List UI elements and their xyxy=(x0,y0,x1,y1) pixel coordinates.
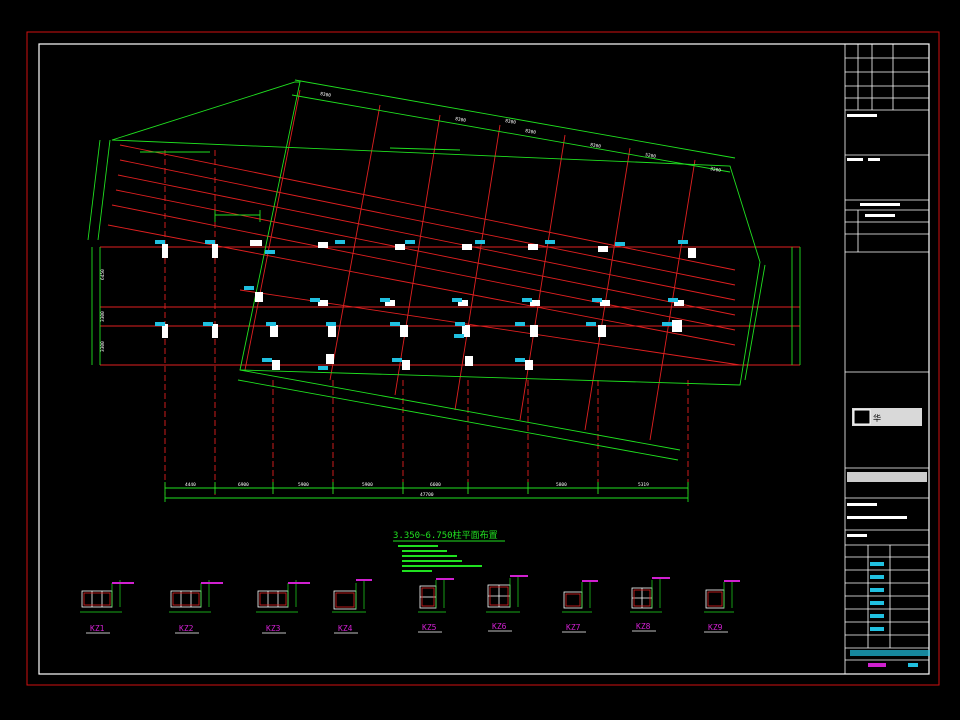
column-label-kz2: KZ2 xyxy=(179,624,194,633)
top-dim-2: 8300 xyxy=(505,118,517,126)
top-dim-6: 3200 xyxy=(710,166,722,174)
column-label-kz7: KZ7 xyxy=(566,623,581,632)
column-label-kz3: KZ3 xyxy=(266,624,281,633)
plan-column-tags xyxy=(155,240,688,370)
column-label-kz6: KZ6 xyxy=(492,622,507,631)
column-label-kz8: KZ8 xyxy=(636,622,651,631)
column-section-callouts xyxy=(112,575,740,584)
column-label-underlines xyxy=(86,630,728,634)
bottom-dim-2: 5900 xyxy=(298,482,309,488)
bottom-dim-1: 6900 xyxy=(238,482,249,488)
column-label-kz9: KZ9 xyxy=(708,623,723,632)
top-dim-1: 8300 xyxy=(455,116,467,124)
plan-columns xyxy=(162,240,696,370)
grid-lines-rotated xyxy=(107,89,741,441)
top-dim-5: 5200 xyxy=(645,152,657,160)
left-dim-1: 3300 xyxy=(100,311,106,322)
top-dim-4: 8300 xyxy=(590,142,602,150)
outer-frame xyxy=(26,31,940,686)
bottom-dim-0: 4440 xyxy=(185,482,196,488)
title-block xyxy=(844,44,929,674)
inner-frame xyxy=(38,43,930,675)
left-dim-2: 3300 xyxy=(100,341,106,352)
column-section-reinforcement xyxy=(83,586,723,608)
column-labels: KZ1 KZ2 KZ3 KZ4 KZ5 KZ6 KZ7 KZ8 KZ9 xyxy=(90,622,723,633)
title-block-fills xyxy=(847,114,930,667)
bottom-dim-4: 6600 xyxy=(430,482,441,488)
svg-text:华: 华 xyxy=(873,413,881,423)
column-label-kz5: KZ5 xyxy=(422,623,437,632)
bottom-dim-6: 5319 xyxy=(638,482,649,488)
top-dim-3: 8300 xyxy=(525,128,537,136)
column-section-dims xyxy=(80,575,734,613)
column-label-kz4: KZ4 xyxy=(338,624,353,633)
column-label-kz1: KZ1 xyxy=(90,624,105,633)
left-dim-0: 6450 xyxy=(100,269,106,280)
dimension-lines xyxy=(87,79,801,502)
bottom-dim-3: 5900 xyxy=(362,482,373,488)
top-dim-0: 8300 xyxy=(320,91,332,99)
drawing-title: 3.350~6.750柱平面布置 xyxy=(393,529,498,541)
bottom-total-dim: 47700 xyxy=(420,492,434,498)
top-dim-texts: 8300 8300 8300 8300 8300 5200 3200 6450 … xyxy=(100,91,722,352)
company-logo: 华 xyxy=(853,409,881,425)
column-sections xyxy=(81,584,725,610)
bottom-dim-texts: 4440 6900 5900 5900 6600 5800 5319 47700 xyxy=(185,482,649,498)
drawing-notes xyxy=(398,545,482,572)
grid-lines-horizontal xyxy=(100,246,800,366)
bottom-dim-5: 5800 xyxy=(556,482,567,488)
